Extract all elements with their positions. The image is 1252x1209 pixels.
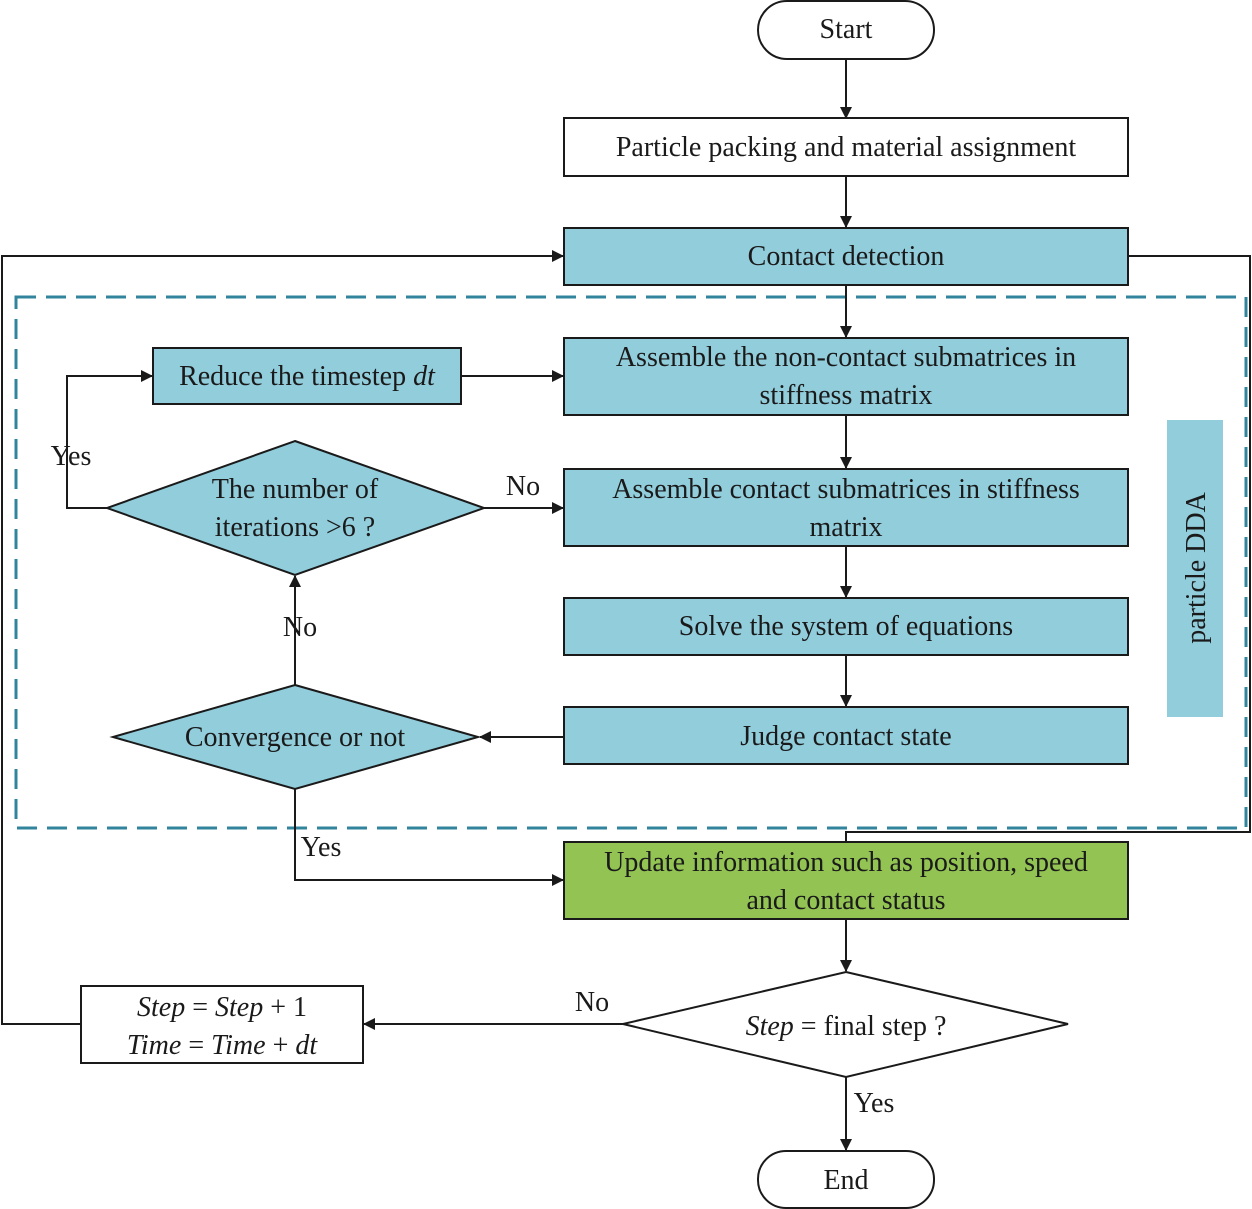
time-dt: dt [295,1030,318,1061]
edge-label-conv-yes: Yes [301,832,342,863]
final-step-decision-label: Step = final step ? [746,1011,947,1042]
edge-label-conv-no: No [283,612,317,643]
time-var-a: Time [127,1030,181,1061]
final-step-var: Step [746,1011,794,1042]
reduce-timestep-var: dt [413,361,436,392]
update-node [563,841,1129,920]
solve-label: Solve the system of equations [679,611,1013,642]
final-step-decision-node [622,970,1069,1079]
particle-dda-label: particle DDA [1181,491,1212,643]
assemble-contact-line2: matrix [809,512,882,543]
contact-detection-label: Contact detection [748,241,945,272]
time-var-b: Time [211,1030,265,1061]
end-node [757,1150,935,1209]
edge-label-final-yes: Yes [854,1088,895,1119]
assemble-noncontact-line1: Assemble the non-contact submatrices in [616,342,1076,373]
time-plus: + [266,1030,296,1061]
solve-node [563,597,1129,656]
assemble-noncontact-line2: stiffness matrix [760,380,933,411]
edge-iterations-yes [66,370,153,509]
step-var-b: Step [215,992,263,1023]
edge-label-iter-yes: Yes [51,441,92,472]
edge-label-iter-no: No [506,471,540,502]
end-label: End [823,1165,868,1196]
convergence-decision-node [109,683,482,791]
step-update-line2: Time = Time + dt [127,1030,319,1061]
assemble-contact-line1: Assemble contact submatrices in stiffnes… [612,474,1080,505]
edge-label-final-no: No [575,987,609,1018]
assemble-noncontact-node [563,337,1129,416]
assemble-contact-node [563,468,1129,547]
convergence-decision-label: Convergence or not [185,722,406,753]
step-update-line1: Step = Step + 1 [137,992,307,1023]
reduce-timestep-label: Reduce the timestep dt [179,361,436,392]
packing-label: Particle packing and material assignment [616,132,1077,163]
iterations-decision-node [104,439,487,577]
reduce-timestep-text: Reduce the timestep [179,361,413,392]
particle-dda-region [14,295,1248,830]
edge-convergence-yes [294,789,564,886]
particle-dda-label-box [1167,420,1223,717]
reduce-timestep-node [152,347,462,405]
iterations-decision-line1: The number of [212,474,379,505]
packing-node [563,117,1129,177]
final-step-rest: = final step ? [794,1011,947,1042]
step-var-a: Step [137,992,185,1023]
start-node [757,0,935,60]
update-line1: Update information such as position, spe… [604,847,1088,878]
step-plus-one: + 1 [263,992,307,1023]
time-eq: = [181,1030,211,1061]
judge-node [563,706,1129,765]
update-line2: and contact status [746,885,945,916]
contact-detection-node [563,227,1129,286]
edge-contact-bypass [845,255,1251,842]
step-update-node [80,985,364,1064]
judge-label: Judge contact state [740,721,951,752]
iterations-decision-line2: iterations >6 ? [215,512,375,543]
start-label: Start [820,14,873,45]
step-eq: = [185,992,215,1023]
edge-step-loop [1,250,564,1025]
